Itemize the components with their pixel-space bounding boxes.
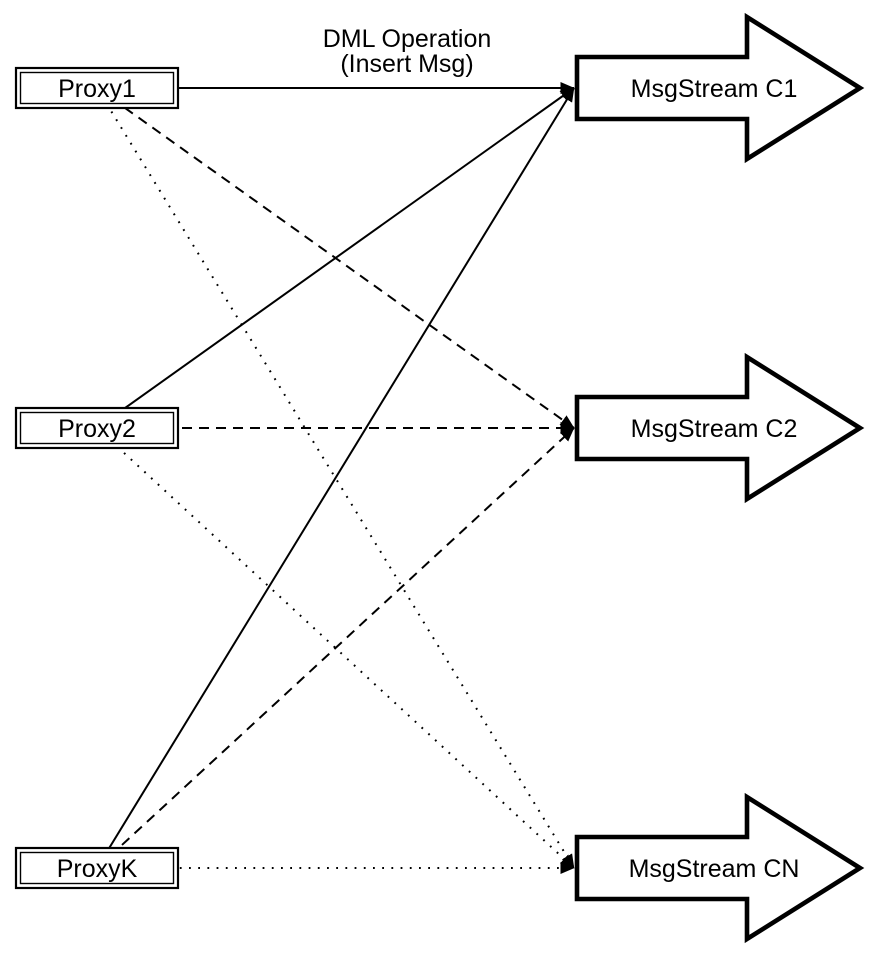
proxy2-node: Proxy2 — [14, 406, 180, 450]
msgstream-cn-node: MsgStream CN — [574, 792, 865, 944]
proxy2-box-inner-border — [19, 411, 175, 445]
proxy1-label: Proxy1 — [58, 75, 136, 103]
proxy2-box — [14, 406, 180, 450]
edge-proxyk-msgstream-c2 — [96, 427, 575, 869]
proxyk-label: ProxyK — [57, 855, 138, 883]
msgstream-c1-node: MsgStream C1 — [574, 12, 865, 164]
msgstream-c2-label: MsgStream C2 — [631, 415, 798, 443]
proxyk-box-inner-border — [19, 851, 175, 885]
proxyk-box — [14, 846, 180, 890]
msgstream-cn-arrow-shape — [574, 792, 865, 944]
edge-proxyk-msgstream-c1 — [96, 87, 575, 869]
msgstream-c2-arrow-shape — [574, 352, 865, 504]
msgstream-c1-label: MsgStream C1 — [631, 75, 798, 103]
proxyk-node: ProxyK — [14, 846, 180, 890]
msgstream-c2-node: MsgStream C2 — [574, 352, 865, 504]
proxy1-box-inner-border — [19, 71, 175, 105]
annotation: DML Operation (Insert Msg) — [323, 25, 492, 78]
msgstream-cn-label: MsgStream CN — [629, 855, 800, 883]
proxy1-node: Proxy1 — [14, 66, 180, 110]
edge-proxy1-msgstream-c2 — [96, 87, 575, 429]
proxy1-box — [14, 66, 180, 110]
msgstream-c1-arrow-shape — [574, 12, 865, 164]
annotation-line2: (Insert Msg) — [340, 50, 473, 78]
proxy2-label: Proxy2 — [58, 415, 136, 443]
annotation-line1: DML Operation — [323, 25, 492, 53]
